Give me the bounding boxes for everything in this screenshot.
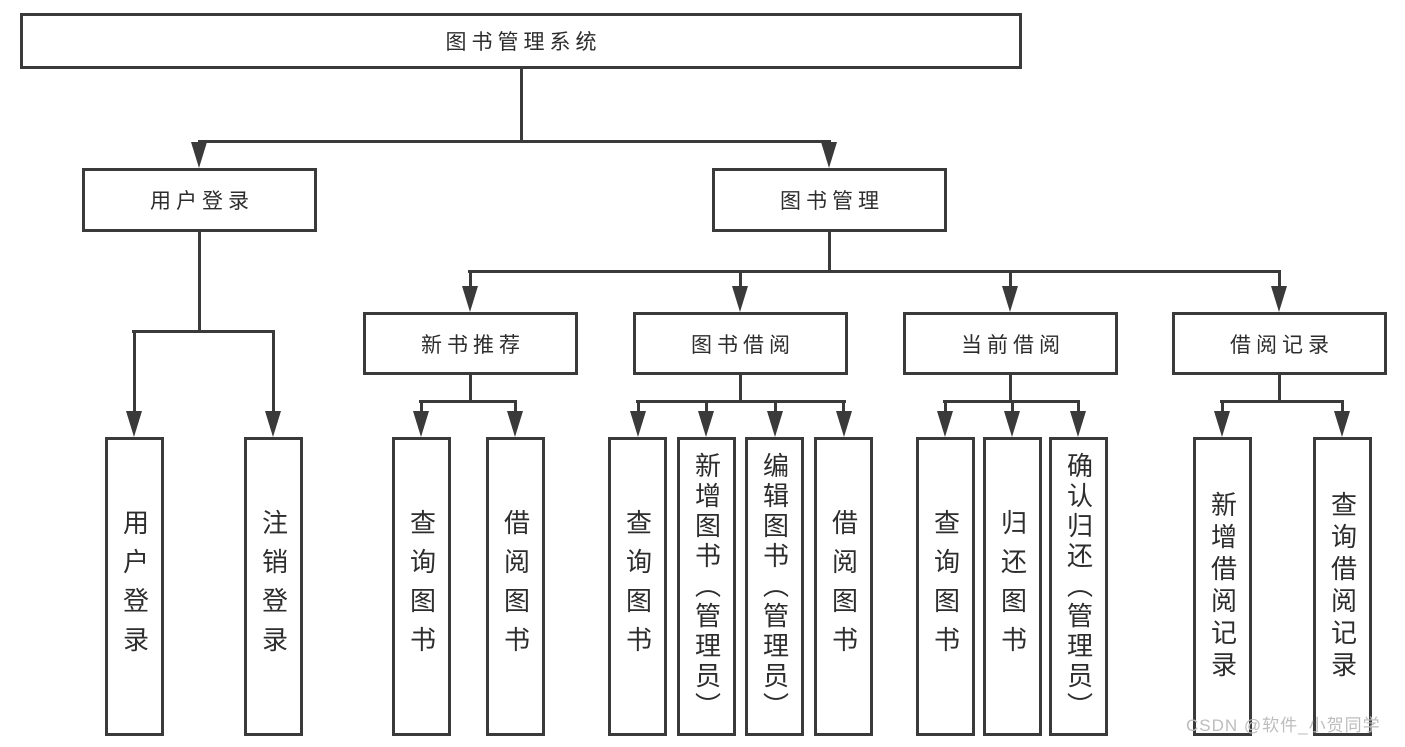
leaf-borrow-books-1: 借阅图书: [486, 437, 545, 736]
leaf-user-login: 用户登录: [105, 437, 164, 736]
connector-hline: [132, 330, 275, 333]
leaf-query-books-1: 查询图书: [392, 437, 451, 736]
connector-vline: [637, 400, 640, 413]
node-label: 用户登录: [119, 508, 150, 665]
arrow-down: [821, 142, 837, 168]
user-login-node: 用户登录: [82, 168, 317, 232]
connector-vline: [420, 400, 423, 413]
leaf-confirm-return-admin: 确认归还（管理员）: [1049, 437, 1108, 736]
connector-vline: [272, 330, 275, 413]
node-label: 借阅图书: [500, 508, 531, 665]
leaf-edit-book-admin: 编辑图书（管理员）: [745, 437, 804, 736]
connector-vline: [469, 375, 472, 403]
arrow-down: [1002, 286, 1018, 312]
connector-vline: [739, 270, 742, 288]
node-label: 借阅记录: [1230, 333, 1334, 357]
arrow-down: [1271, 286, 1287, 312]
connector-vline: [1341, 400, 1344, 413]
leaf-query-books-3: 查询图书: [916, 437, 975, 736]
leaf-borrow-books-2: 借阅图书: [814, 437, 873, 736]
leaf-query-borrow-record: 查询借阅记录: [1313, 437, 1372, 736]
leaf-logout: 注销登录: [244, 437, 303, 736]
node-label: 图书管理系统: [445, 31, 602, 54]
connector-hline: [1220, 400, 1344, 403]
arrow-down: [413, 411, 429, 437]
new-book-recommend-node: 新书推荐: [363, 312, 578, 375]
arrow-down: [630, 411, 646, 437]
connector-vline: [828, 232, 831, 273]
node-label: 新书推荐: [421, 333, 525, 357]
connector-vline: [198, 232, 201, 332]
book-management-node: 图书管理: [712, 168, 947, 232]
arrow-down: [1214, 411, 1230, 437]
node-label: 查询图书: [622, 508, 653, 665]
connector-vline: [1011, 400, 1014, 413]
node-label: 注销登录: [258, 508, 289, 665]
node-label: 查询图书: [930, 508, 961, 665]
node-label: 新增借阅记录: [1207, 490, 1238, 683]
connector-vline: [133, 330, 136, 413]
connector-vline: [520, 69, 523, 141]
arrow-down: [191, 142, 207, 168]
connector-vline: [774, 400, 777, 413]
node-label: 查询图书: [406, 508, 437, 665]
node-label: 编辑图书（管理员）: [759, 451, 790, 722]
root-node: 图书管理系统: [20, 13, 1022, 69]
arrow-down: [937, 411, 953, 437]
node-label: 新增图书（管理员）: [691, 451, 722, 722]
arrow-down: [126, 411, 142, 437]
connector-vline: [739, 375, 742, 403]
leaf-return-book: 归还图书: [983, 437, 1042, 736]
node-label: 归还图书: [997, 508, 1028, 665]
arrow-down: [265, 411, 281, 437]
leaf-add-borrow-record: 新增借阅记录: [1193, 437, 1252, 736]
node-label: 确认归还（管理员）: [1063, 451, 1094, 722]
watermark: CSDN @软件_小贺同学: [1186, 716, 1381, 735]
arrow-down: [462, 286, 478, 312]
arrow-down: [698, 411, 714, 437]
node-label: 图书借阅: [691, 333, 795, 357]
leaf-query-books-2: 查询图书: [608, 437, 667, 736]
connector-vline: [842, 400, 845, 413]
node-label: 图书管理: [780, 190, 884, 213]
connector-hline: [419, 400, 517, 403]
connector-hline: [198, 140, 831, 143]
node-label: 当前借阅: [961, 333, 1065, 357]
connector-vline: [1221, 400, 1224, 413]
arrow-down: [507, 411, 523, 437]
arrow-down: [1334, 411, 1350, 437]
book-borrow-node: 图书借阅: [633, 312, 848, 375]
leaf-add-book-admin: 新增图书（管理员）: [677, 437, 736, 736]
connector-vline: [1009, 375, 1012, 403]
connector-vline: [514, 400, 517, 413]
connector-vline: [1278, 270, 1281, 288]
connector-vline: [705, 400, 708, 413]
node-label: 查询借阅记录: [1327, 490, 1358, 683]
borrow-record-node: 借阅记录: [1172, 312, 1387, 375]
connector-vline: [1278, 375, 1281, 403]
arrow-down: [836, 411, 852, 437]
arrow-down: [732, 286, 748, 312]
connector-hline: [636, 400, 846, 403]
connector-vline: [1077, 400, 1080, 413]
arrow-down: [767, 411, 783, 437]
arrow-down: [1004, 411, 1020, 437]
connector-vline: [944, 400, 947, 413]
node-label: 借阅图书: [828, 508, 859, 665]
connector-hline: [468, 270, 1281, 273]
node-label: 用户登录: [150, 190, 254, 213]
arrow-down: [1070, 411, 1086, 437]
connector-vline: [1009, 270, 1012, 288]
connector-vline: [469, 270, 472, 288]
current-borrow-node: 当前借阅: [903, 312, 1118, 375]
